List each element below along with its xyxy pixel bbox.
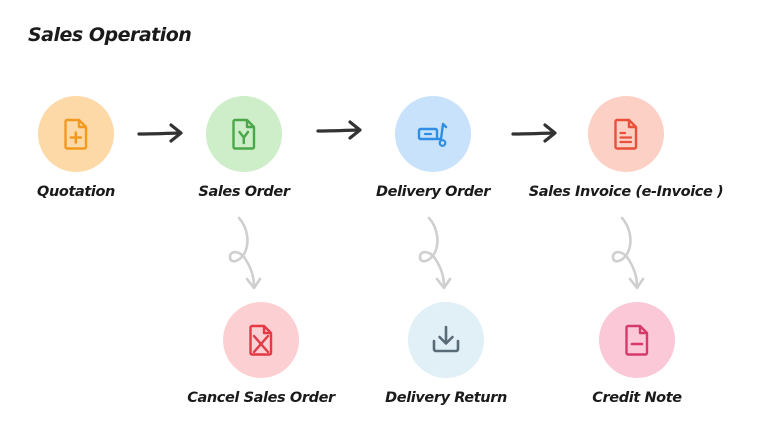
credit-note-circle xyxy=(599,302,675,378)
quotation-circle xyxy=(38,96,114,172)
cancel-sales-order-circle xyxy=(223,302,299,378)
sales-order-circle xyxy=(206,96,282,172)
arrow-quotation-to-sales-order xyxy=(137,123,183,143)
curl-arrow-to-cancel-sales-order xyxy=(228,216,262,290)
file-x-icon xyxy=(249,324,273,356)
curl-arrow-to-delivery-return xyxy=(418,216,452,290)
credit-note-label: Credit Note xyxy=(592,390,682,406)
sales-invoice-circle xyxy=(588,96,664,172)
hand-truck-icon xyxy=(417,122,448,147)
cancel-sales-order-label: Cancel Sales Order xyxy=(187,390,335,406)
delivery-return-circle xyxy=(408,302,484,378)
document-lines-icon xyxy=(614,118,638,150)
curl-arrow-to-credit-note xyxy=(611,216,645,290)
sales-order-label: Sales Order xyxy=(198,184,290,200)
quotation-label: Quotation xyxy=(37,184,115,200)
delivery-order-label: Delivery Order xyxy=(376,184,490,200)
delivery-return-label: Delivery Return xyxy=(385,390,507,406)
delivery-order-circle xyxy=(395,96,471,172)
file-plus-icon xyxy=(64,118,88,150)
file-minus-icon xyxy=(625,324,649,356)
download-tray-icon xyxy=(432,325,460,353)
file-y-icon xyxy=(232,118,256,150)
page-title: Sales Operation xyxy=(28,24,192,46)
arrow-sales-order-to-delivery-order xyxy=(316,120,362,140)
sales-invoice-label: Sales Invoice (e-Invoice ) xyxy=(528,184,724,200)
arrow-delivery-order-to-sales-invoice xyxy=(511,123,557,143)
